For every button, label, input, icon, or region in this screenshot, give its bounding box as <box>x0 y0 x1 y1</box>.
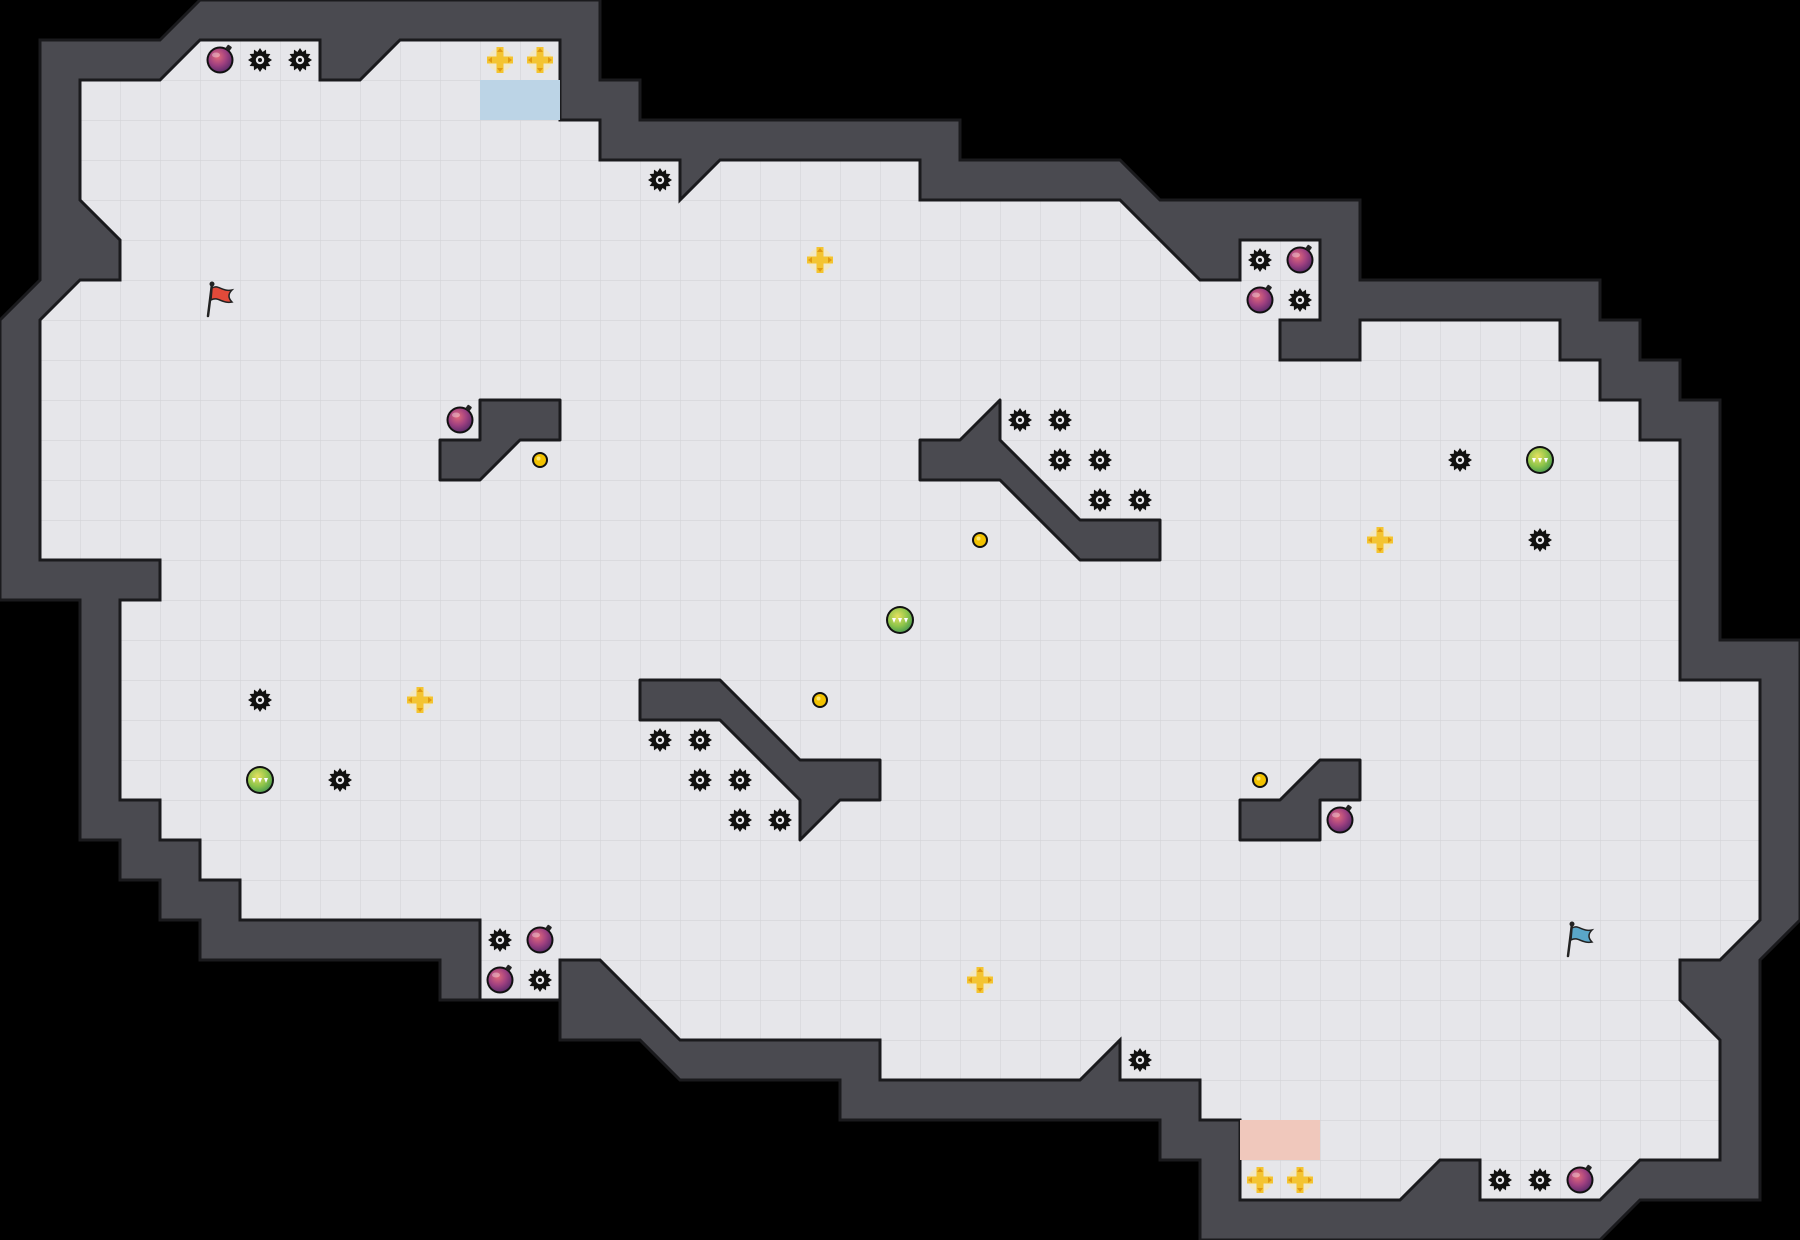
powerup-icon <box>246 766 274 794</box>
wall-lower-diagonal <box>638 678 882 842</box>
wall-center-diagonal <box>918 398 1162 562</box>
button-icon <box>812 692 828 708</box>
map-entities <box>206 44 1595 1194</box>
blue-flag-icon <box>1566 921 1595 958</box>
blue-team-zone <box>480 80 560 120</box>
wall-right-bracket <box>1238 758 1362 842</box>
inner-walls <box>438 398 1362 842</box>
button-icon <box>972 532 988 548</box>
wall-left-bracket <box>438 398 562 482</box>
button-icon <box>1252 772 1268 788</box>
button-icon <box>532 452 548 468</box>
powerup-icon <box>886 606 914 634</box>
red-team-zone <box>1240 1120 1320 1160</box>
powerup-icon <box>1526 446 1554 474</box>
red-flag-icon <box>206 281 235 318</box>
